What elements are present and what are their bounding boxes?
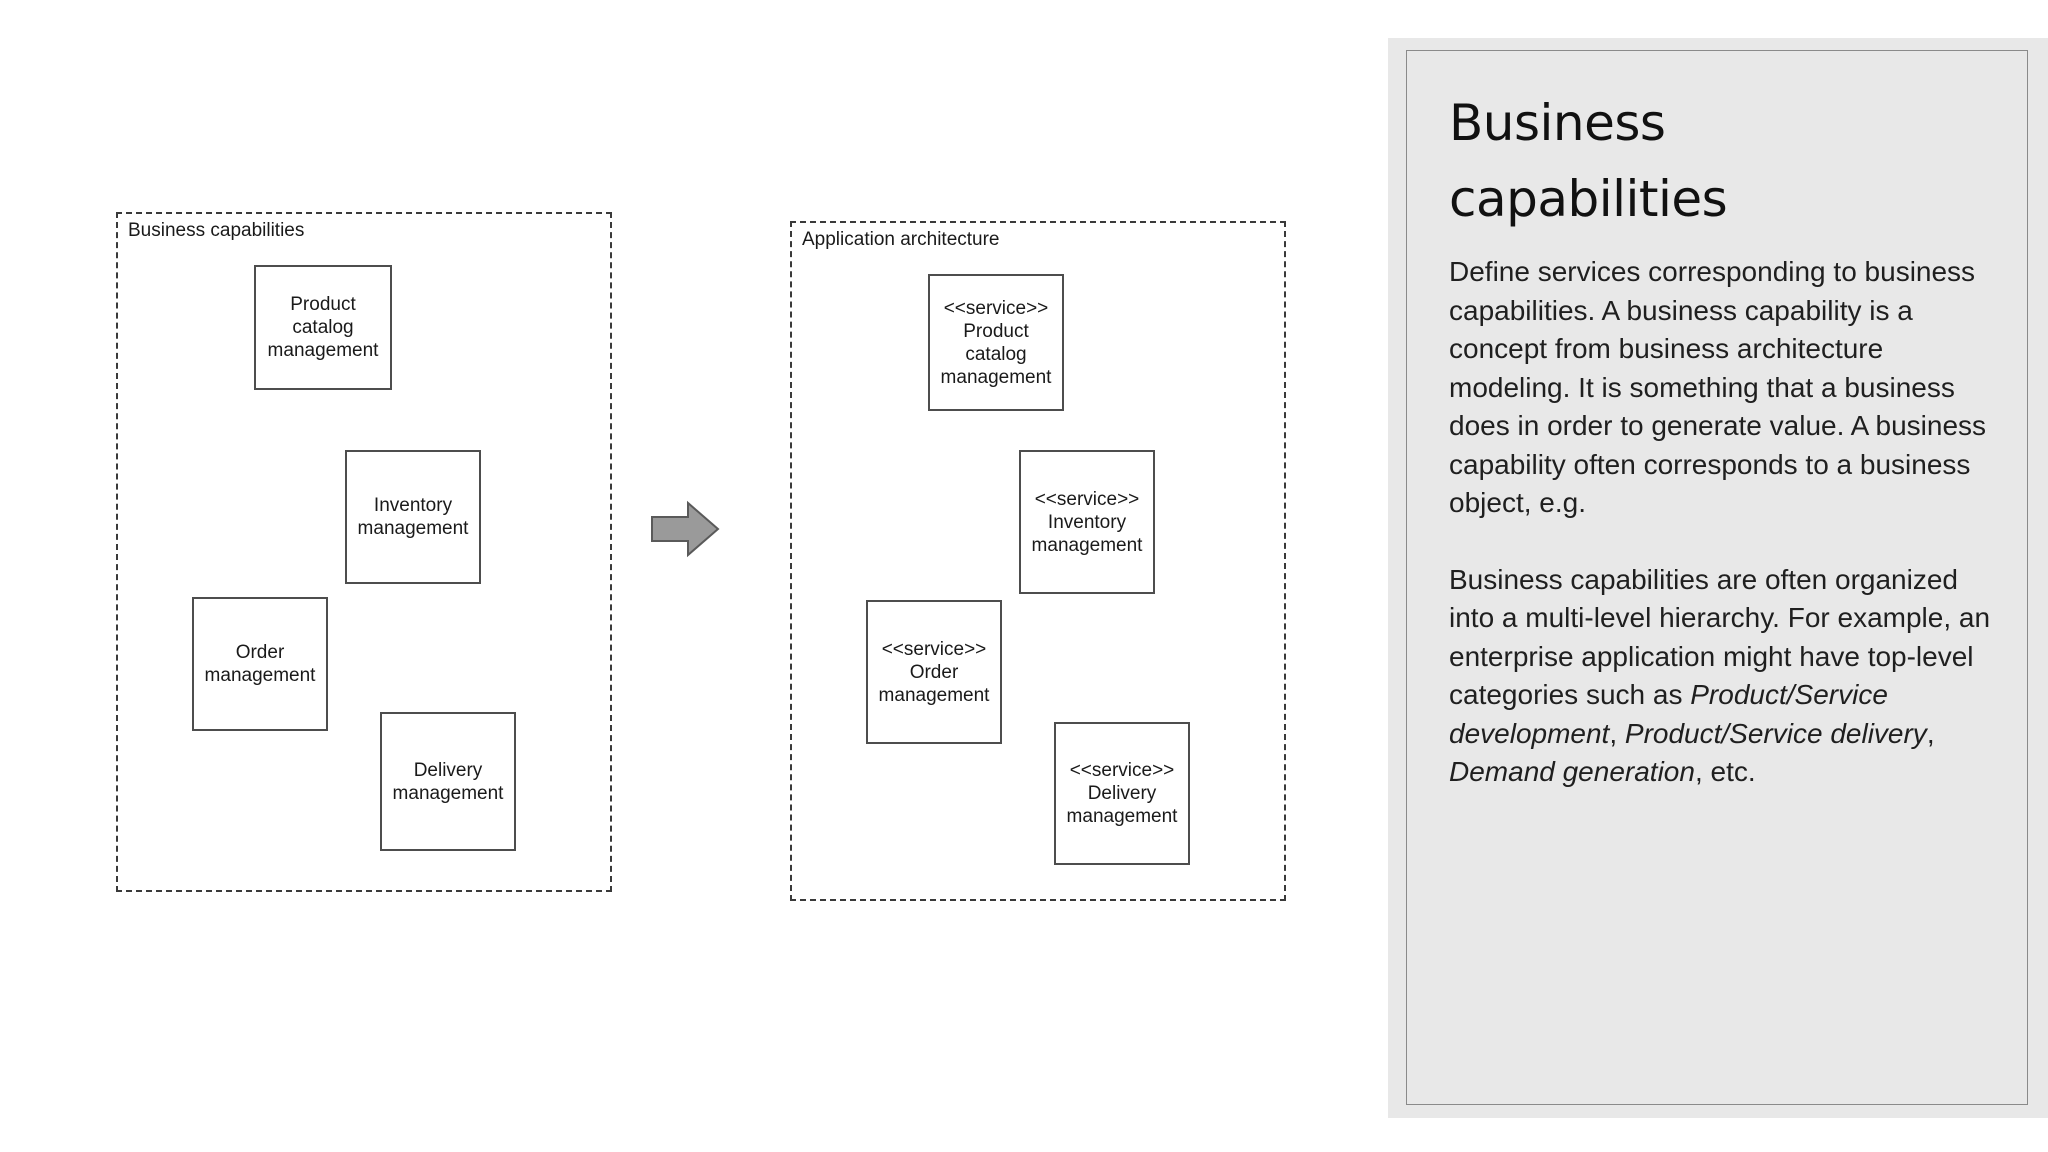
node-service-inventory-management[interactable]: <<service>> Inventory management [1019, 450, 1155, 594]
node-service-product-catalog-management[interactable]: <<service>> Product catalog management [928, 274, 1064, 411]
transformation-arrow-icon [651, 500, 720, 558]
node-label: <<service>> Order management [878, 638, 990, 706]
node-label: <<service>> Inventory management [1031, 488, 1143, 556]
node-product-catalog-management[interactable]: Product catalog management [254, 265, 392, 390]
term-demand-generation: Demand generation [1449, 756, 1695, 787]
panel-paragraph-1: Define services corresponding to busines… [1449, 256, 1987, 518]
package-business-capabilities[interactable]: Business capabilities [116, 212, 612, 892]
term-product-service-development: Product/Service development [1449, 679, 1888, 749]
package-label-business-capabilities: Business capabilities [128, 220, 305, 241]
panel-paragraph-2: Business capabilities are often organize… [1449, 561, 1997, 792]
commentary-panel: Business capabilities Define services co… [1388, 38, 2048, 1118]
page-title: Business capabilities [1449, 94, 1728, 228]
separator-1: , [1609, 717, 1625, 749]
node-label: <<service>> Product catalog management [940, 297, 1052, 388]
node-label: <<service>> Delivery management [1066, 760, 1178, 827]
paragraph-2-tail: , etc. [1694, 756, 1756, 787]
diagram-canvas: Business capabilities Product catalog ma… [116, 212, 1286, 901]
node-delivery-management[interactable]: Delivery management [380, 712, 516, 851]
node-label: Product catalog management [267, 294, 379, 361]
paragraph-2-lead: Business capabilities are often organize… [1449, 563, 1991, 711]
node-inventory-management[interactable]: Inventory management [345, 450, 481, 584]
node-label: Inventory management [357, 495, 469, 539]
node-service-order-management[interactable]: <<service>> Order management [866, 600, 1002, 744]
node-service-delivery-management[interactable]: <<service>> Delivery management [1054, 722, 1190, 865]
node-order-management[interactable]: Order management [192, 597, 328, 731]
commentary-inner-box: Business capabilities Define services co… [1406, 50, 2028, 1105]
package-label-application-architecture: Application architecture [802, 229, 1000, 250]
node-label: Delivery management [392, 759, 504, 804]
package-application-architecture[interactable]: Application architecture [790, 221, 1286, 901]
node-label: Order management [204, 642, 316, 686]
term-product-service-delivery: Product/Service delivery [1624, 717, 1927, 749]
separator-2: , [1926, 717, 1935, 749]
